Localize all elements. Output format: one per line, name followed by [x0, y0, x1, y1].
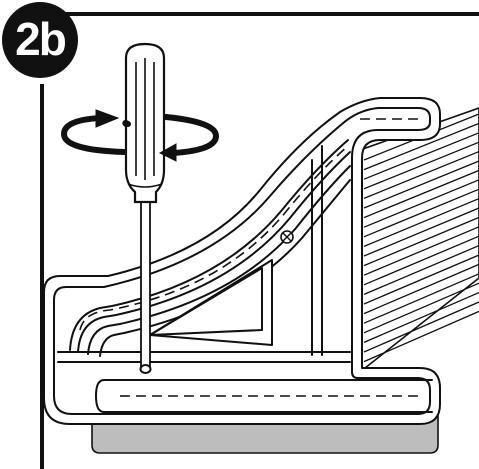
screwdriver-icon	[124, 42, 166, 374]
heatsink-fin-lines	[363, 113, 479, 363]
fin-line	[363, 226, 479, 276]
fin-line	[363, 254, 479, 305]
rotate-arrow-icon	[60, 114, 220, 156]
fin-line	[363, 179, 479, 228]
fin-line	[363, 169, 479, 219]
fin-line	[363, 132, 479, 180]
fin-line	[363, 160, 479, 209]
fin-line	[363, 216, 479, 267]
frame-border	[40, 12, 479, 469]
rotate-arrowheads	[95, 109, 177, 162]
step-badge: 2b	[2, 2, 78, 78]
fin-line	[363, 150, 479, 200]
screw-head-icon	[280, 230, 294, 244]
fin-line	[363, 273, 479, 324]
fin-line	[363, 263, 479, 315]
fin-line	[363, 301, 479, 353]
fin-line	[363, 282, 479, 334]
bracket-slots	[79, 118, 420, 397]
fin-line	[363, 207, 479, 257]
fin-line	[363, 122, 479, 171]
step-label: 2b	[15, 13, 67, 65]
fin-line	[363, 292, 479, 343]
fin-line	[363, 310, 479, 363]
fin-line	[363, 245, 479, 295]
fin-line	[363, 141, 479, 190]
fin-line	[363, 235, 479, 286]
fin-line	[363, 188, 479, 238]
fin-line	[363, 197, 479, 248]
